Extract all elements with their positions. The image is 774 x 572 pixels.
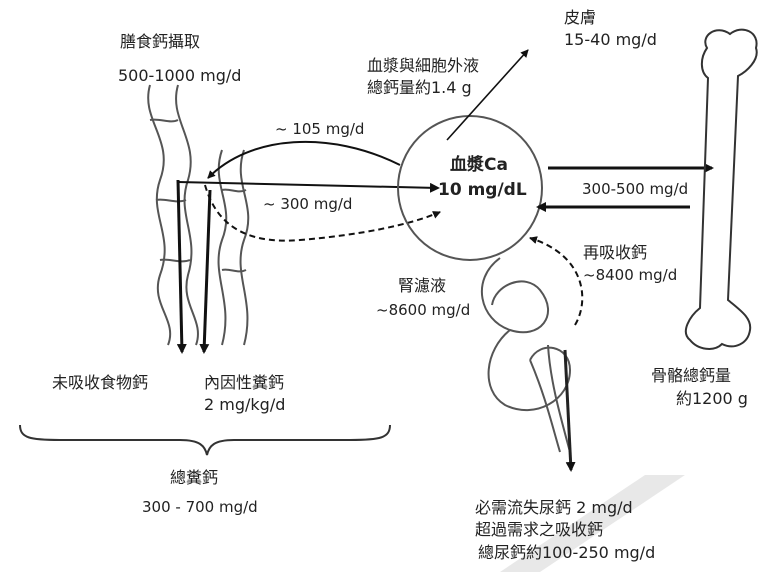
bone-illustration	[684, 28, 758, 350]
watermark-stroke	[500, 475, 685, 572]
diet-title: 膳食鈣攝取	[120, 32, 201, 51]
filtrate-value: ~8600 mg/d	[376, 301, 471, 319]
bone-exchange-arrows	[536, 163, 714, 212]
reabsorption-title: 再吸收鈣	[583, 243, 648, 262]
fecal-arrows	[176, 179, 212, 354]
ecf-line1: 血漿與細胞外液	[367, 56, 480, 75]
bone-flow: 300-500 mg/d	[582, 180, 689, 198]
skin-arrow	[446, 49, 529, 141]
filtrate-title: 腎濾液	[398, 276, 447, 295]
fecal-brace	[19, 424, 391, 456]
bone-total-value: 約1200 g	[676, 389, 748, 408]
endogenous-fecal-value: 2 mg/kg/d	[204, 395, 286, 414]
diet-value: 500-1000 mg/d	[118, 66, 242, 85]
total-fecal-title: 總糞鈣	[170, 468, 219, 487]
endogenous-fecal-title: 內因性糞鈣	[204, 373, 285, 392]
plasma-circle	[397, 115, 543, 261]
ecf-line2: 總鈣量約1.4 g	[367, 78, 472, 97]
urine-arrow	[563, 349, 576, 472]
skin-title: 皮膚	[564, 8, 597, 27]
plasma-concentration: 10 mg/dL	[438, 180, 527, 200]
kidney-tubule	[481, 257, 572, 453]
bone-total-title: 骨骼總鈣量	[651, 366, 732, 385]
gut-exchange-arrows	[177, 140, 441, 242]
intestine-illustration	[147, 84, 250, 346]
plasma-ca-label: 血漿Ca	[450, 155, 508, 175]
unabsorbed-food-calcium: 未吸收食物鈣	[52, 373, 149, 392]
absorption-flow: ~ 300 mg/d	[263, 195, 353, 213]
reabsorption-value: ~8400 mg/d	[583, 266, 678, 284]
urine-line1: 必需流失尿鈣 2 mg/d	[475, 498, 633, 517]
urine-line2: 超過需求之吸收鈣	[475, 520, 604, 539]
skin-value: 15-40 mg/d	[564, 30, 657, 49]
reabsorption-arrow	[529, 236, 584, 326]
secretion-flow: ~ 105 mg/d	[275, 120, 365, 138]
total-fecal-value: 300 - 700 mg/d	[142, 498, 258, 516]
urine-line3: 總尿鈣約100-250 mg/d	[478, 543, 656, 562]
